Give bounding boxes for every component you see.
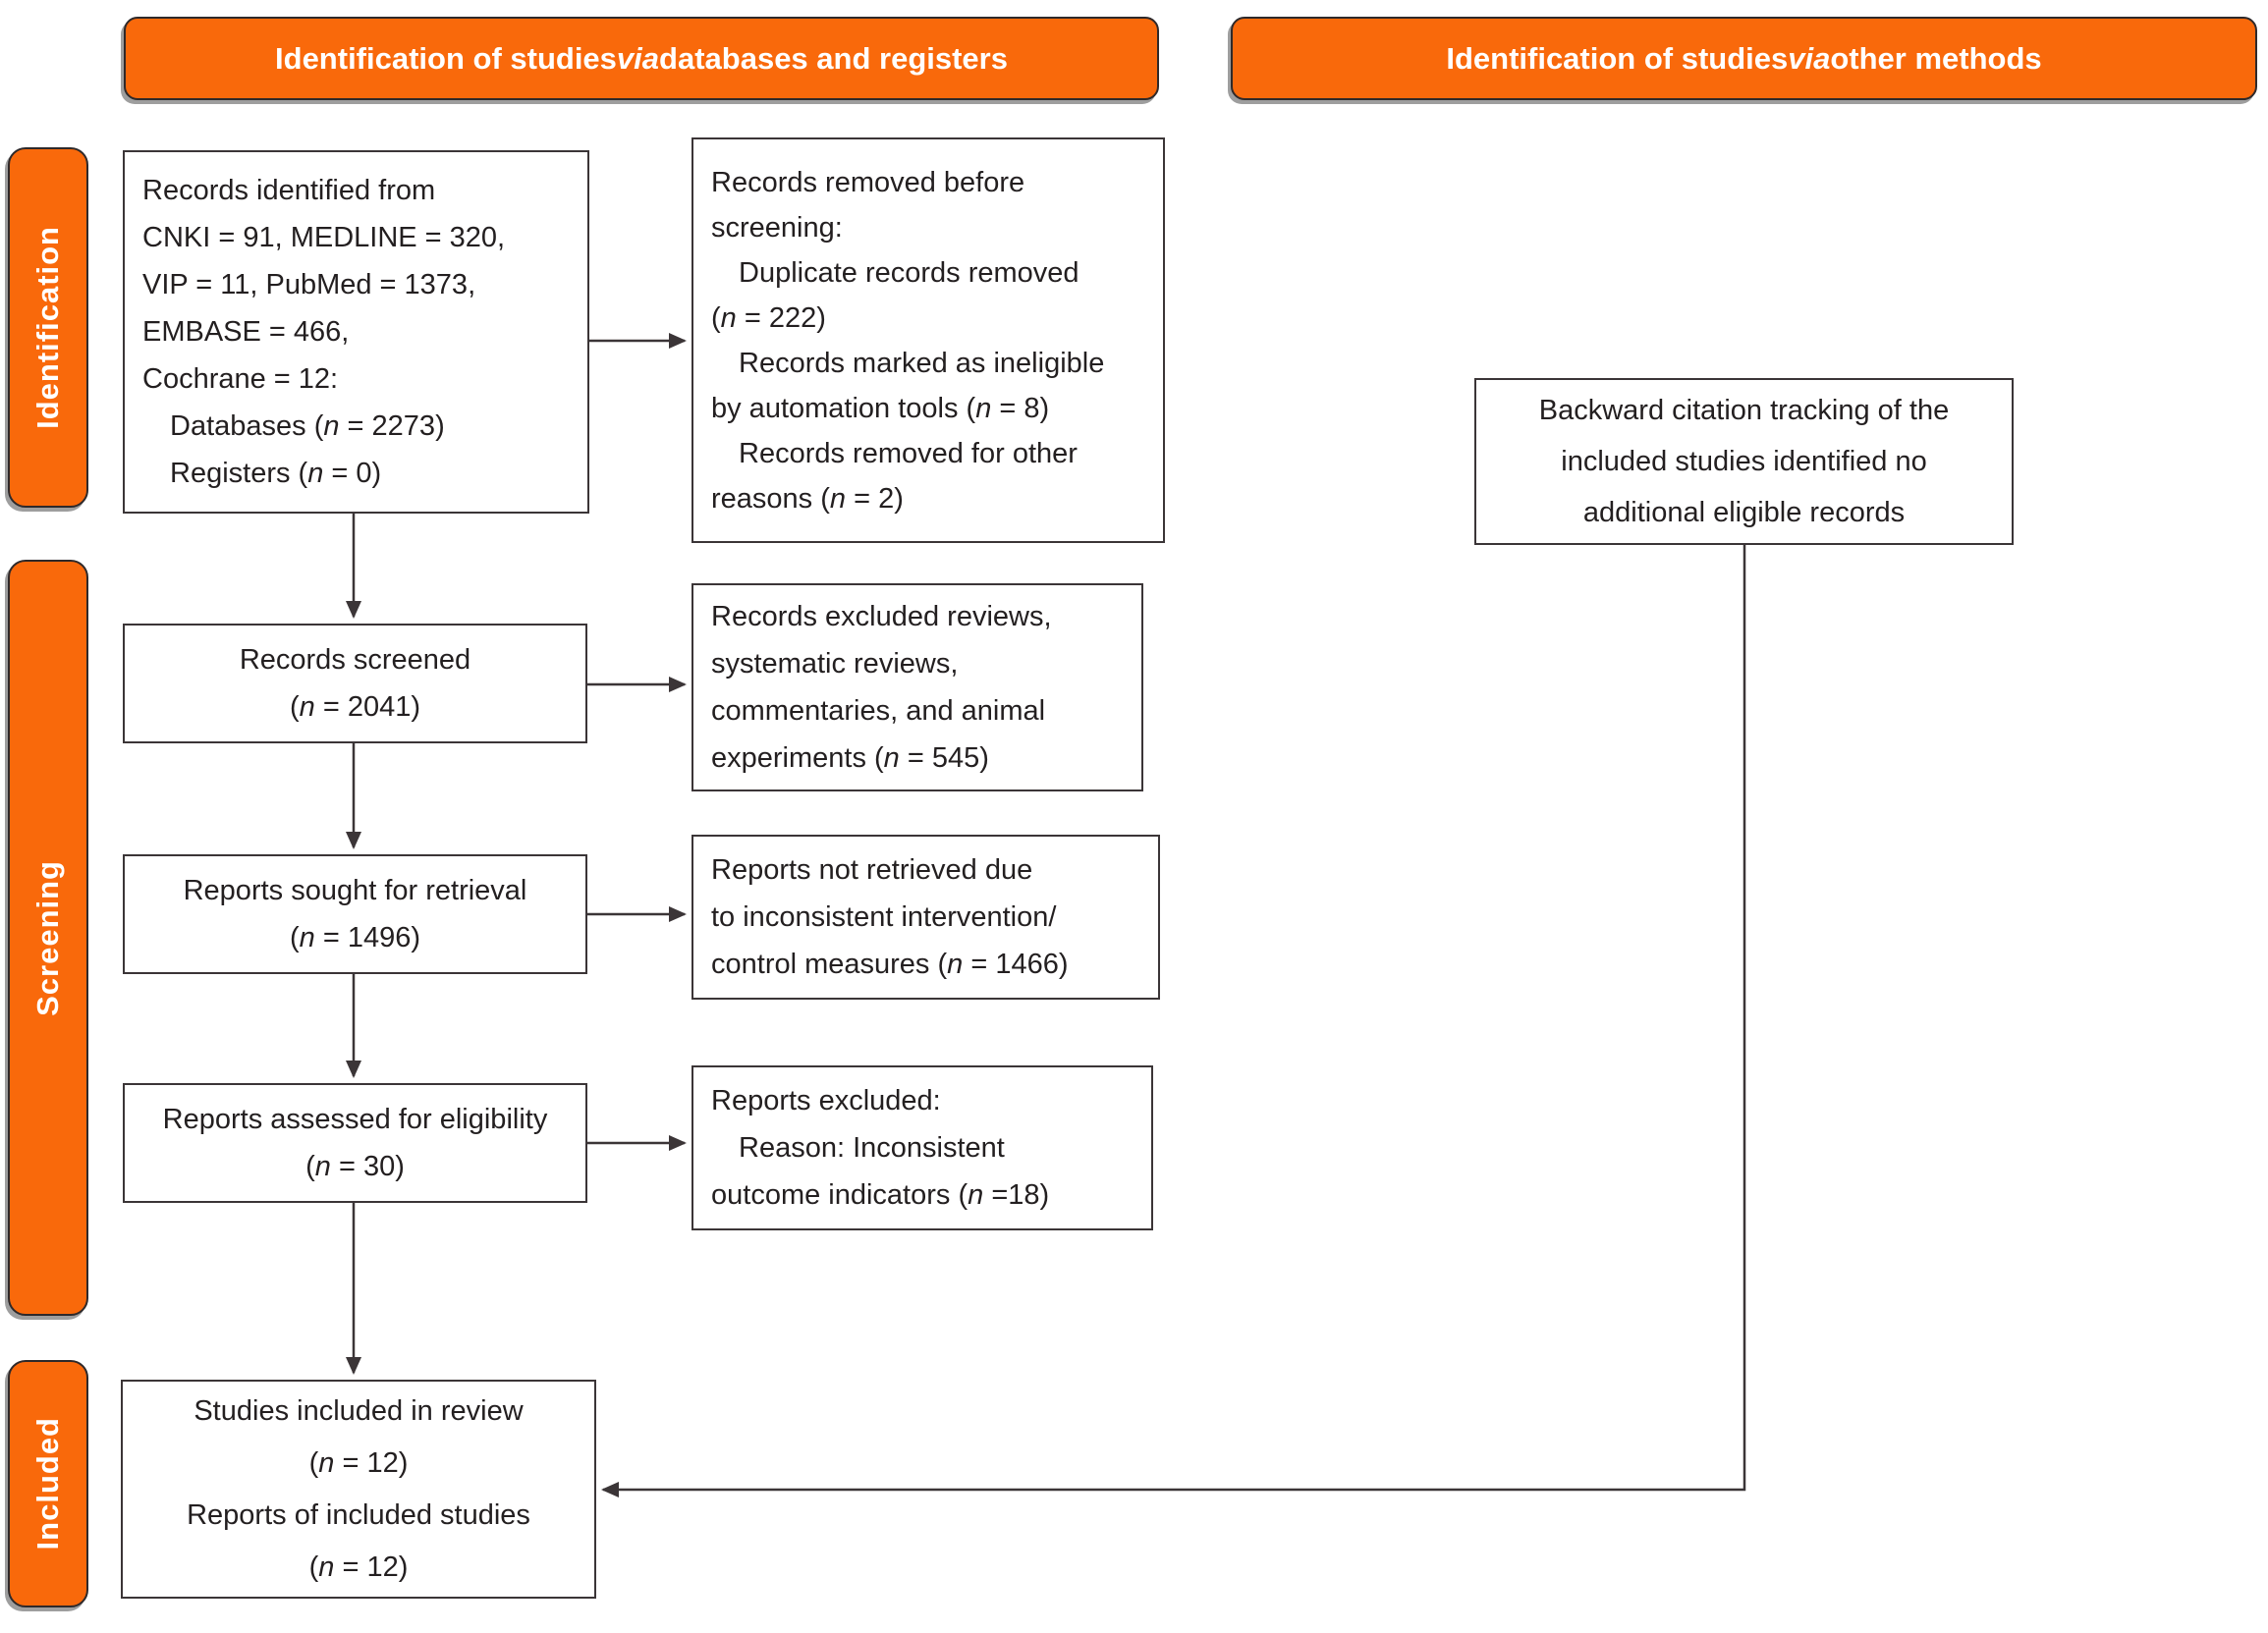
box-records-removed: Records removed before screening: Duplicat… (691, 137, 1165, 543)
box-reports-not-retrieved: Reports not retrieved due to inconsistent… (691, 835, 1160, 1000)
header-databases-registers: Identification of studies via databases … (124, 17, 1159, 100)
phase-label-identification: Identification (8, 147, 88, 508)
box-line: (n = 1496) (289, 922, 421, 953)
box-line: Reports sought for retrieval (183, 875, 527, 906)
box-line: Records excluded reviews, (711, 601, 1052, 632)
box-line: Reason: Inconsistent (739, 1132, 1005, 1164)
box-records-screened: Records screened (n = 2041) (123, 624, 587, 743)
box-line: by automation tools (n = 8) (711, 392, 1050, 424)
box-line: reasons (n = 2) (711, 482, 904, 515)
box-line: Registers (n = 0) (170, 458, 382, 489)
box-line: included studies identified no (1561, 446, 1927, 477)
box-line: screening: (711, 211, 843, 244)
box-line: Reports not retrieved due (711, 854, 1033, 886)
phase-label-screening: Screening (8, 560, 88, 1316)
header-other-methods: Identification of studies via other meth… (1231, 17, 2257, 100)
box-line: Reports assessed for eligibility (162, 1104, 548, 1135)
box-line: Records marked as ineligible (739, 347, 1105, 379)
phase-label-screening-text: Screening (30, 859, 65, 1016)
box-line: to inconsistent intervention/ (711, 901, 1057, 933)
box-line: VIP = 11, PubMed = 1373, (142, 269, 476, 300)
box-line: experiments (n = 545) (711, 742, 989, 774)
box-line: CNKI = 91, MEDLINE = 320, (142, 222, 506, 253)
phase-label-included-text: Included (30, 1417, 65, 1551)
box-line: (n = 12) (308, 1446, 409, 1479)
box-line: Records removed for other (739, 437, 1078, 469)
box-line: additional eligible records (1582, 497, 1906, 528)
phase-label-included: Included (8, 1360, 88, 1607)
box-line: Reports of included studies (187, 1498, 530, 1531)
box-line: (n = 30) (305, 1151, 405, 1182)
box-line: (n = 2041) (289, 691, 421, 723)
phase-label-identification-text: Identification (30, 226, 65, 429)
box-reports-assessed: Reports assessed for eligibility (n = 30) (123, 1083, 587, 1203)
box-line: Reports excluded: (711, 1085, 941, 1116)
box-reports-excluded: Reports excluded: Reason: Inconsistent out… (691, 1065, 1153, 1230)
box-line: (n = 222) (711, 301, 826, 334)
box-reports-sought: Reports sought for retrieval (n = 1496) (123, 854, 587, 974)
box-line: Cochrane = 12: (142, 363, 339, 395)
box-line: Records removed before (711, 166, 1025, 198)
box-line: Records screened (239, 644, 471, 676)
box-line: Duplicate records removed (739, 256, 1079, 289)
box-backward-citation: Backward citation tracking of the include… (1474, 378, 2014, 545)
box-line: Backward citation tracking of the (1538, 395, 1950, 426)
box-line: EMBASE = 466, (142, 316, 350, 348)
box-line: systematic reviews, (711, 648, 959, 680)
box-records-excluded: Records excluded reviews, systematic revi… (691, 583, 1143, 791)
box-line: outcome indicators (n =18) (711, 1179, 1050, 1211)
box-line: (n = 12) (308, 1551, 409, 1583)
box-line: Records identified from (142, 175, 436, 206)
box-line: commentaries, and animal (711, 695, 1046, 727)
box-line: Studies included in review (194, 1394, 524, 1427)
box-studies-included: Studies included in review (n = 12) Report… (121, 1380, 596, 1599)
box-line: Databases (n = 2273) (170, 410, 445, 442)
box-line: control measures (n = 1466) (711, 949, 1069, 980)
